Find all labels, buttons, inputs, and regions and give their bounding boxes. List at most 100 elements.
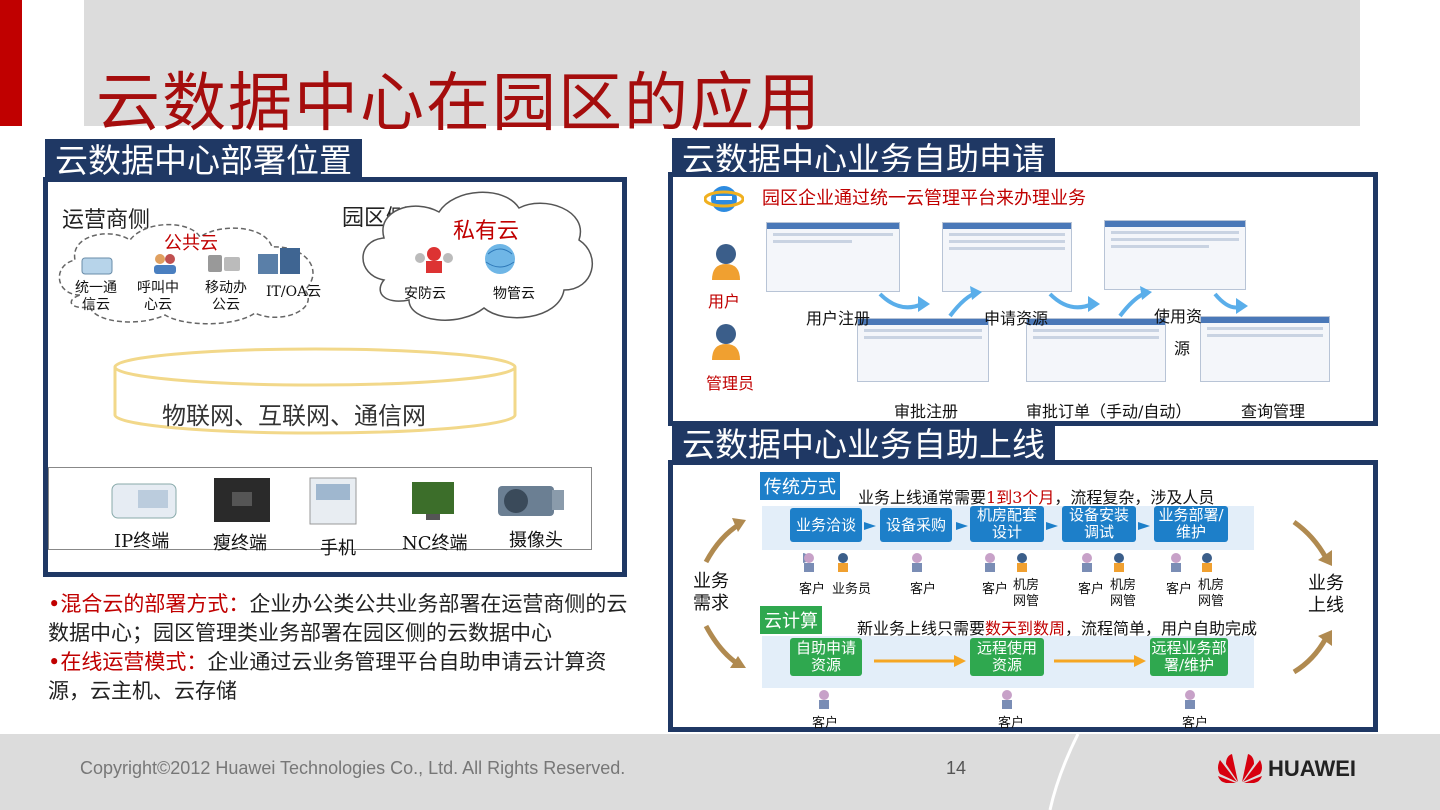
footer-divider-curve bbox=[1048, 734, 1080, 810]
public-item-label: 统一通信云 bbox=[75, 280, 117, 313]
title-band bbox=[84, 0, 1360, 126]
demand-arrow-up bbox=[703, 518, 746, 564]
cloud-people-icons bbox=[819, 690, 1195, 709]
cloud-desc: 新业务上线只需要数天到数周，流程简单，用户自助完成 bbox=[857, 619, 1258, 638]
public-cloud-label: 公共云 bbox=[164, 233, 218, 254]
camera-icon bbox=[498, 486, 564, 516]
red-accent-tab bbox=[0, 0, 22, 126]
cloud-person: 客户 bbox=[812, 716, 839, 731]
trad-person: 客户 bbox=[1166, 582, 1193, 597]
step-register: 用户注册 bbox=[806, 309, 871, 328]
private-item-label: 安防云 bbox=[404, 286, 446, 302]
cloud-step-remote-deploy: 远程业务部署/维护 bbox=[1150, 638, 1228, 676]
terminal-label: NC终端 bbox=[402, 533, 468, 554]
trad-person: 客户 bbox=[982, 582, 1009, 597]
cloud-tag: 云计算 bbox=[760, 606, 822, 634]
step-use: 使用资 bbox=[1154, 307, 1203, 326]
security-people-icon bbox=[415, 247, 453, 273]
online-label: •在线运营模式： bbox=[48, 650, 208, 674]
traditional-desc: 业务上线通常需要1到3个月，流程复杂，涉及人员 bbox=[858, 488, 1215, 507]
hybrid-label: •混合云的部署方式： bbox=[48, 592, 250, 616]
step-approve-register: 审批注册 bbox=[894, 402, 959, 421]
server-rack-icon bbox=[258, 248, 300, 274]
trad-person: 客户 bbox=[799, 582, 826, 597]
huawei-brand: HUAWEI bbox=[1268, 756, 1356, 781]
huawei-logo-icon bbox=[1218, 754, 1262, 783]
slide-title: 云数据中心在园区的应用 bbox=[96, 67, 822, 141]
thin-client-icon bbox=[214, 478, 270, 522]
admin-person-icon bbox=[712, 324, 740, 360]
demand-label: 业务需求 bbox=[693, 571, 729, 614]
terminal-label: 瘦终端 bbox=[213, 533, 267, 554]
trad-person: 客户 bbox=[910, 582, 937, 597]
apply-panel bbox=[668, 172, 1378, 426]
agents-icon bbox=[154, 254, 176, 274]
apply-subtitle: 园区企业通过统一云管理平台来办理业务 bbox=[762, 188, 1086, 209]
launch-arrow-down bbox=[1292, 519, 1332, 566]
network-label: 物联网、互联网、通信网 bbox=[162, 402, 426, 430]
terminals-strip bbox=[48, 467, 592, 550]
terminal-label: 手机 bbox=[320, 538, 356, 559]
user-person-icon bbox=[712, 244, 740, 280]
footer-bar bbox=[0, 734, 1440, 810]
flow-arrows bbox=[878, 286, 1248, 318]
trad-person: 客户 bbox=[1078, 582, 1105, 597]
phone-device-icon bbox=[81, 257, 113, 275]
trad-step-deploy: 业务部署/维护 bbox=[1154, 506, 1228, 542]
operator-side-label: 运营商侧 bbox=[62, 208, 151, 233]
traditional-tag: 传统方式 bbox=[760, 472, 840, 500]
terminal-label: IP终端 bbox=[114, 531, 170, 552]
approve-order-thumbnail bbox=[1026, 318, 1166, 382]
query-manage-thumbnail bbox=[1200, 316, 1330, 382]
trad-person: 业务员 bbox=[832, 582, 872, 597]
deploy-heading: 云数据中心部署位置 bbox=[45, 139, 362, 183]
private-item-label: 物管云 bbox=[493, 286, 535, 302]
ip-phone-icon bbox=[111, 483, 177, 519]
public-item-label: 移动办公云 bbox=[205, 280, 247, 313]
public-item-label: 呼叫中心云 bbox=[137, 280, 179, 313]
approve-register-thumbnail bbox=[857, 318, 989, 382]
network-cylinder bbox=[113, 347, 517, 435]
cloud-step-self-apply: 自助申请资源 bbox=[790, 638, 862, 676]
trad-step-room-design: 机房配套设计 bbox=[970, 506, 1044, 542]
trad-person: 机房网管 bbox=[1110, 578, 1137, 609]
mobile-devices-icon bbox=[208, 255, 240, 272]
hybrid-text: 企业办公类公共业务部署在运营商侧的云数据中心；园区管理类业务部署在园区侧的云数据… bbox=[48, 592, 628, 645]
ie-browser-icon bbox=[704, 186, 744, 212]
private-cloud-label: 私有云 bbox=[453, 219, 520, 244]
step-approve-order: 审批订单（手动/自动） bbox=[1026, 402, 1192, 421]
trad-person: 机房网管 bbox=[1013, 578, 1040, 609]
register-screen-thumbnail bbox=[766, 222, 900, 292]
trad-people-icons bbox=[803, 553, 1212, 572]
demand-arrow-down bbox=[703, 624, 746, 668]
public-item-label: IT/OA云 bbox=[266, 284, 322, 300]
mobile-phone-icon bbox=[309, 477, 357, 525]
cloud-step-arrows bbox=[874, 655, 1146, 667]
step-query: 查询管理 bbox=[1241, 402, 1306, 421]
private-cloud-shape bbox=[362, 191, 594, 321]
public-cloud-shape bbox=[58, 223, 314, 325]
role-user: 用户 bbox=[708, 292, 741, 311]
launch-arrow-up bbox=[1292, 630, 1332, 675]
cloud-step-remote-use: 远程使用资源 bbox=[970, 638, 1044, 676]
launch-label: 业务上线 bbox=[1308, 573, 1344, 616]
nc-terminal-icon bbox=[412, 482, 454, 520]
step-apply: 申请资源 bbox=[984, 309, 1049, 328]
cloud-person: 客户 bbox=[1182, 716, 1209, 731]
property-globe-icon bbox=[485, 244, 515, 274]
trad-step-arrows bbox=[864, 522, 1150, 530]
page-number: 14 bbox=[946, 758, 967, 778]
trad-step-install: 设备安装调试 bbox=[1062, 506, 1136, 542]
cloud-person: 客户 bbox=[998, 716, 1025, 731]
trad-step-negotiate: 业务洽谈 bbox=[790, 508, 862, 542]
step-use-cont: 源 bbox=[1174, 339, 1191, 358]
notes-block: •混合云的部署方式：企业办公类公共业务部署在运营商侧的云数据中心；园区管理类业务… bbox=[48, 590, 638, 706]
use-screen-thumbnail bbox=[1104, 220, 1246, 290]
apply-screen-thumbnail bbox=[942, 222, 1072, 292]
copyright-text: Copyright©2012 Huawei Technologies Co., … bbox=[80, 758, 626, 778]
online-heading: 云数据中心业务自助上线 bbox=[672, 423, 1055, 467]
trad-person: 机房网管 bbox=[1198, 578, 1225, 609]
role-admin: 管理员 bbox=[706, 374, 755, 393]
trad-step-procure: 设备采购 bbox=[880, 508, 952, 542]
terminal-label: 摄像头 bbox=[509, 530, 563, 551]
